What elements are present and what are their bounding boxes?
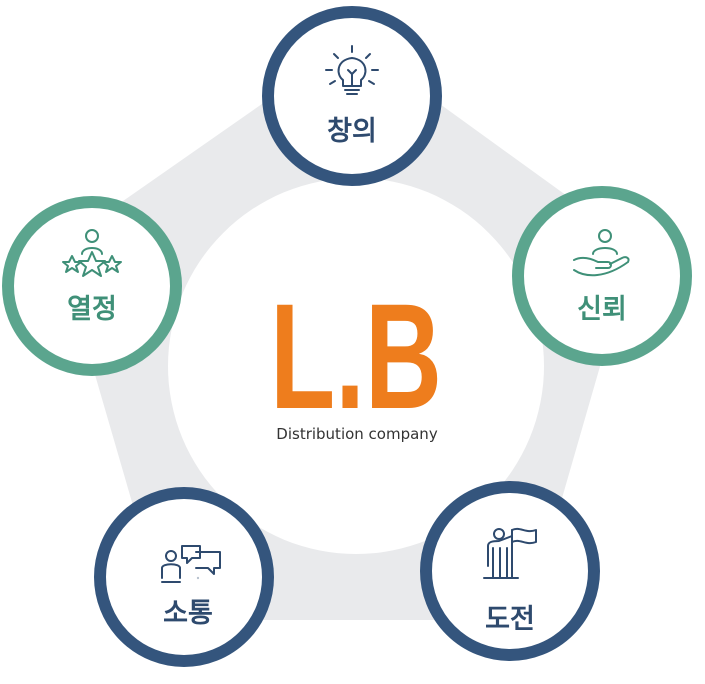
node-left: 열정: [2, 196, 182, 376]
flag-person-icon: [483, 527, 537, 579]
node-bottom-right-label: 도전: [485, 604, 535, 635]
node-right-label: 신뢰: [577, 294, 627, 325]
lightbulb-icon: [325, 45, 379, 95]
hand-person-icon: [573, 229, 630, 277]
node-bottom-right-ring: [420, 481, 600, 661]
node-top-ring: [262, 6, 442, 186]
node-left-label: 열정: [67, 294, 117, 325]
node-bottom-right: 도전: [420, 481, 600, 661]
center-circle: [168, 178, 544, 554]
node-bottom-left: 소통: [94, 487, 274, 667]
node-right-ring: [512, 186, 692, 366]
center-subtitle: Distribution company: [276, 425, 438, 443]
node-bottom-left-label: 소통: [163, 598, 213, 629]
node-right: 신뢰: [512, 186, 692, 366]
node-top: 창의: [262, 6, 442, 186]
center-logo: L.B: [270, 272, 442, 440]
stars-person-icon: [62, 229, 122, 277]
node-left-ring: [2, 196, 182, 376]
node-top-label: 창의: [327, 116, 377, 147]
chat-people-icon: [161, 545, 221, 583]
node-bottom-left-ring: [94, 487, 274, 667]
